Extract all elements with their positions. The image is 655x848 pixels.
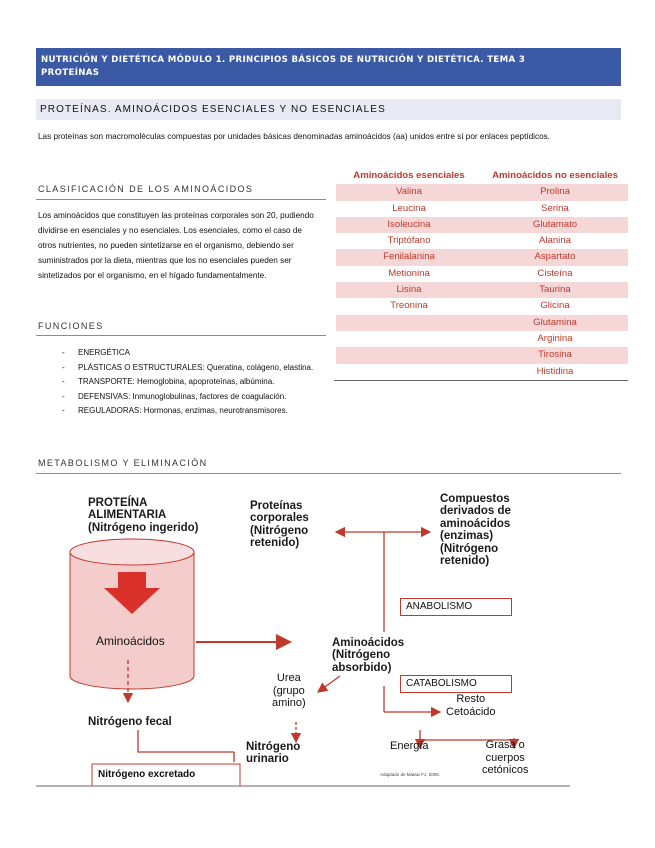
table-row: Lisina Taurina: [336, 282, 628, 299]
list-item: -DEFENSIVAS: Inmunoglobulinas, factores …: [62, 391, 287, 401]
table-row: Valina Prolina: [336, 184, 628, 201]
table-row: Leucina Serina: [336, 201, 628, 217]
label-aminoacidos-absorbidos: Aminoácidos (Nitrógeno absorbido): [332, 637, 405, 674]
intro-paragraph: Las proteínas son macromoléculas compues…: [38, 132, 551, 141]
section-title-metabolismo: METABOLISMO Y ELIMINACIÓN: [38, 458, 208, 468]
connector-fecal-excretado: [137, 730, 234, 753]
label-proteinas-corporales: Proteínas corporales (Nitrógeno retenido…: [250, 500, 309, 550]
table-row: Treonina Glicina: [336, 298, 628, 314]
label-nitrogeno-urinario: Nitrógeno urinario: [246, 741, 301, 766]
module-title: NUTRICIÓN Y DIETÉTICA MÓDULO 1. PRINCIPI…: [41, 55, 526, 65]
label-nitrogeno-fecal: Nitrógeno fecal: [88, 716, 172, 728]
cell-esencial: [336, 347, 482, 363]
module-subtitle: PROTEÍNAS: [41, 68, 100, 78]
section-rule: [36, 473, 621, 474]
section-title-funciones: FUNCIONES: [38, 321, 104, 331]
cell-esencial: Fenilalanina: [383, 251, 435, 263]
label-credit: Adaptado de Mataix FJ, 2005.: [380, 772, 441, 777]
cell-no-esencial: Arginina: [537, 332, 573, 344]
cell-no-esencial: Alanina: [538, 235, 571, 247]
cell-esencial: Leucina: [392, 202, 426, 214]
cell-esencial: Valina: [396, 186, 422, 198]
funciones-list: -ENERGÉTICA -PLÁSTICAS O ESTRUCTURALES: …: [62, 346, 332, 419]
label-urea: Urea (grupo amino): [272, 672, 306, 709]
table-header-esenciales: Aminoácidos esenciales: [353, 170, 465, 181]
section-header-proteinas: PROTEÍNAS. AMINOÁCIDOS ESENCIALES Y NO E…: [36, 99, 621, 120]
cell-no-esencial: Tirosina: [538, 349, 572, 361]
table-row: Glutamina: [336, 314, 628, 331]
table-header-no-esenciales: Aminoácidos no esenciales: [492, 170, 618, 181]
cell-no-esencial: Prolina: [540, 186, 570, 198]
cylinder-shape: [69, 538, 195, 690]
cell-no-esencial: Aspartato: [534, 251, 576, 263]
cell-esencial: Treonina: [390, 300, 428, 312]
cell-no-esencial: Glicina: [540, 300, 570, 312]
label-energia: Energía: [390, 740, 429, 752]
list-item: -ENERGÉTICA: [62, 348, 131, 357]
label-grasa-cuerpos-cetonicos: Grasa o cuerpos cetónicos: [482, 739, 529, 776]
cell-no-esencial: Glutamina: [533, 316, 577, 328]
list-item: -TRANSPORTE: Hemoglobina, apoproteínas, …: [62, 377, 275, 386]
table-row: Metionina Cisteína: [336, 266, 628, 282]
label-anabolismo: ANABOLISMO: [400, 598, 512, 616]
clasificacion-paragraph: Los aminoácidos que constituyen las prot…: [38, 211, 314, 280]
aminoacid-table: Aminoácidos esenciales Aminoácidos no es…: [334, 168, 628, 381]
section-rule: [36, 335, 326, 336]
metabolism-diagram: [36, 526, 570, 787]
table-row: Tirosina: [336, 347, 628, 364]
table-row: Triptófano Alanina: [336, 233, 628, 249]
cell-esencial: Metionina: [388, 267, 430, 279]
cell-esencial: [336, 331, 482, 347]
cell-no-esencial: Cisteína: [537, 267, 573, 279]
list-item: -REGULADORAS: Hormonas, enzimas, neurotr…: [62, 406, 288, 415]
label-aminoacidos-cylinder: Aminoácidos: [96, 634, 165, 648]
down-arrow-icon: [104, 572, 160, 614]
module-header: NUTRICIÓN Y DIETÉTICA MÓDULO 1. PRINCIPI…: [36, 48, 621, 86]
label-compuestos-derivados: Compuestos derivados de aminoácidos (enz…: [440, 493, 511, 568]
section-rule: [36, 199, 326, 200]
table-bottom-rule: [334, 379, 628, 381]
label-proteina-alimentaria: PROTEÍNA ALIMENTARIA (Nitrógeno ingerido…: [88, 497, 199, 534]
cell-esencial: Isoleucina: [387, 218, 431, 230]
label-catabolismo: CATABOLISMO: [400, 675, 512, 693]
table-row: Histidina: [336, 364, 628, 380]
label-nitrogeno-excretado: Nitrógeno excretado: [98, 769, 196, 780]
cell-no-esencial: Histidina: [536, 365, 574, 377]
section-title-clasificacion: CLASIFICACIÓN DE LOS AMINOÁCIDOS: [38, 184, 254, 194]
table-header-row: Aminoácidos esenciales Aminoácidos no es…: [336, 168, 628, 184]
label-resto-cetoacido: Resto Cetoácido: [446, 693, 496, 718]
cell-esencial: Triptófano: [387, 235, 431, 247]
cell-no-esencial: Glutamato: [532, 218, 578, 230]
arrow-to-urea: [316, 675, 341, 693]
cell-esencial: Lisina: [396, 284, 422, 296]
table-row: Fenilalanina Aspartato: [336, 249, 628, 266]
cell-esencial: [336, 364, 482, 380]
cell-no-esencial: Serina: [541, 202, 569, 214]
cell-no-esencial: Taurina: [539, 284, 571, 296]
table-row: Arginina: [336, 331, 628, 347]
table-row: Isoleucina Glutamato: [336, 216, 628, 234]
list-item: -PLÁSTICAS O ESTRUCTURALES: Queratina, c…: [62, 362, 314, 372]
cell-esencial: [336, 315, 482, 331]
